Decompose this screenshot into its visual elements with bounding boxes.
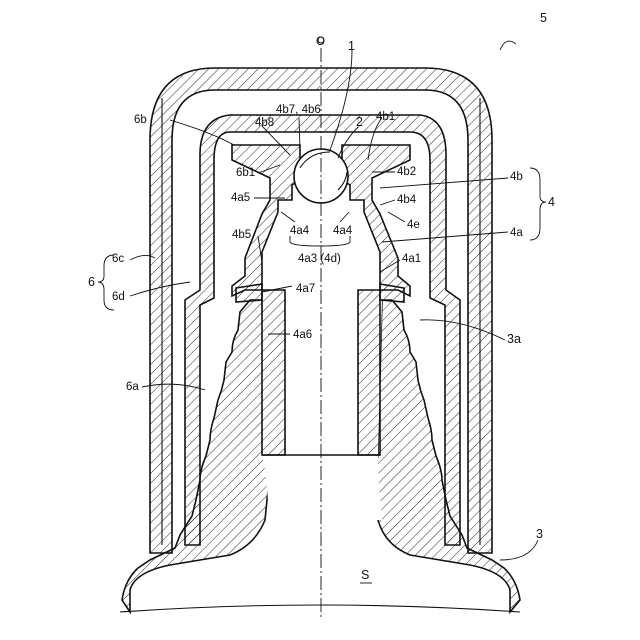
label-1: 1	[348, 39, 355, 53]
label-4b: 4b	[510, 171, 523, 183]
label-3a: 3a	[507, 332, 521, 346]
label-6b: 6b	[134, 114, 147, 126]
label-6c: 6c	[112, 253, 124, 265]
label-4a: 4a	[510, 227, 523, 239]
label-4a6: 4a6	[293, 329, 312, 341]
label-4b4: 4b4	[397, 194, 417, 206]
label-4: 4	[548, 195, 555, 209]
label-3: 3	[536, 527, 543, 541]
label-4b7: 4b7, 4b6	[276, 104, 321, 116]
label-6d: 6d	[112, 291, 125, 303]
label-s: S	[361, 568, 369, 582]
label-4a1: 4a1	[402, 253, 421, 265]
label-4b8: 4b8	[255, 117, 274, 129]
label-4a7: 4a7	[296, 283, 315, 295]
label-4a3: 4a3 (4d)	[298, 253, 341, 265]
label-4b2: 4b2	[397, 166, 416, 178]
label-4b1: 4b1	[376, 111, 395, 123]
label-axis-o: O	[316, 36, 325, 48]
label-2: 2	[356, 115, 363, 129]
label-6a: 6a	[126, 381, 139, 393]
label-6b1: 6b1	[236, 167, 255, 179]
label-4a4-left: 4a4	[290, 225, 310, 237]
label-6: 6	[88, 275, 95, 289]
label-4b5: 4b5	[232, 229, 251, 241]
label-4a5: 4a5	[231, 192, 250, 204]
label-5: 5	[540, 11, 547, 25]
label-4e: 4e	[407, 219, 420, 231]
label-4a4-right: 4a4	[333, 225, 353, 237]
